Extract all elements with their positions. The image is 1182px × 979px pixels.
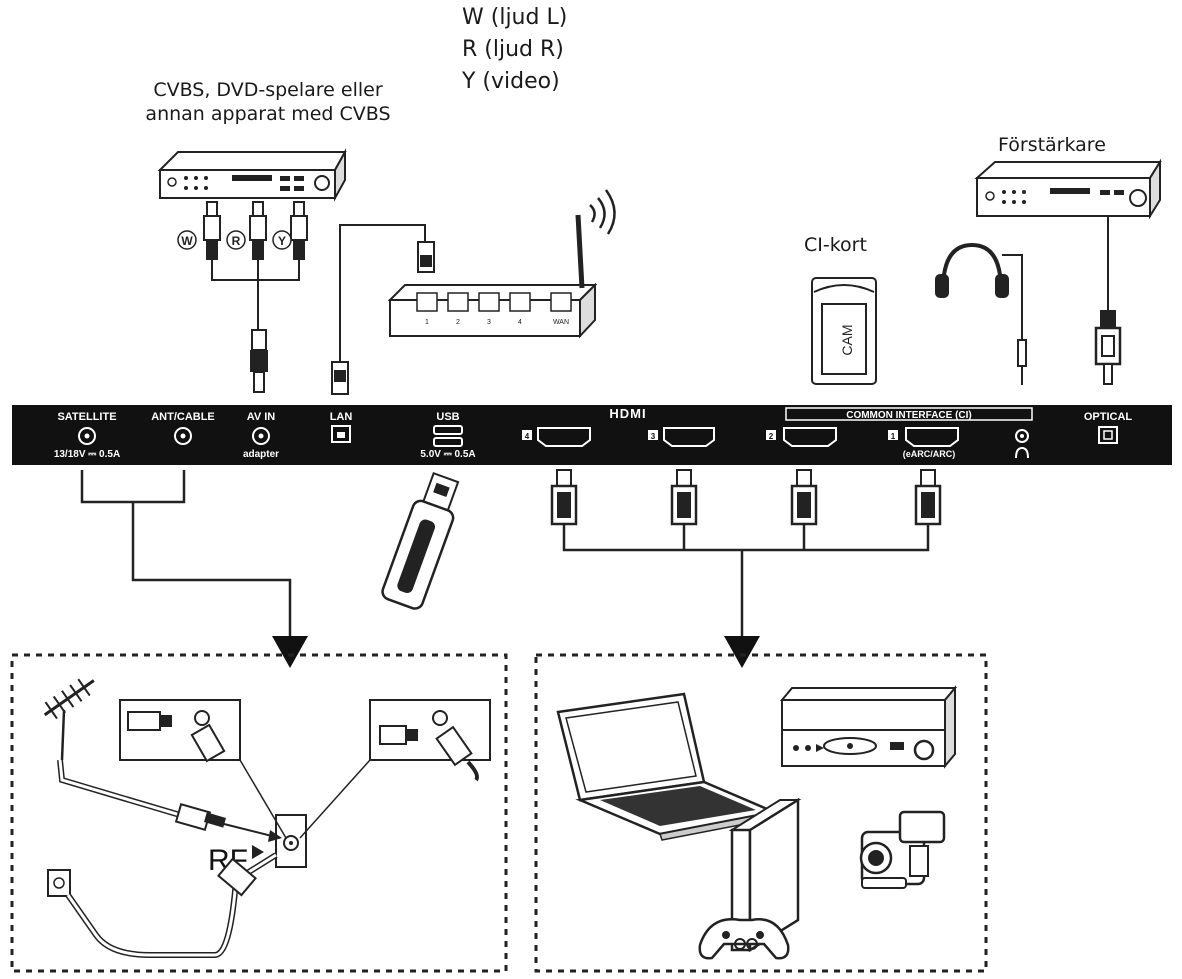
router-icon: 1 2 3 4 WAN [387,189,616,339]
ci-card-icon: CAM [811,277,877,385]
hdmi-cables-icon [550,469,942,668]
port-satellite-spec: 13/18V ⎓ 0.5A [54,449,120,460]
dvd-player-icon [157,148,347,202]
router-port-2: 2 [456,319,460,326]
hdmi-devices-box [534,653,988,973]
port-lan-label: LAN [330,411,353,423]
game-console-icon [698,797,802,960]
router-port-4: 4 [518,319,522,326]
rf-connection-box [10,653,508,973]
amplifier-label: Förstärkare [998,134,1106,156]
port-optical-label: OPTICAL [1084,411,1133,423]
hdmi-3-number: 3 [651,432,656,441]
port-ant-cable-label: ANT/CABLE [151,411,215,423]
rf-connection-illustration: RF [43,678,491,958]
rca-plugs-icon: W R Y [177,201,308,393]
legend-white-audio-left: W (ljud L) [462,5,568,30]
cvbs-device-label: CVBS, DVD-spelare eller annan apparat me… [118,78,418,126]
dvd-player-2-icon [779,685,958,769]
router-port-3: 3 [487,319,491,326]
port-av-in-label: AV IN [247,411,276,423]
port-satellite-label: SATELLITE [57,411,116,423]
hdmi-logo: HDMI [609,406,646,421]
port-usb-spec: 5.0V ⎓ 0.5A [420,449,475,460]
port-usb-label: USB [436,411,459,423]
rca-marker-w: W [181,234,193,248]
hdmi-earc-label: (eARC/ARC) [903,449,956,459]
headphones-icon [935,242,1027,385]
hdmi-1-number: 1 [891,432,896,441]
usb-stick-icon [381,471,460,610]
arrow-down-hdmi [724,636,760,668]
router-port-wan: WAN [553,319,569,326]
amplifier-icon [974,158,1162,385]
port-av-in-sub: adapter [243,449,279,460]
rca-marker-r: R [232,234,241,248]
hdmi-2-number: 2 [769,432,774,441]
router-port-1: 1 [425,319,429,326]
hdmi-4-number: 4 [525,432,530,441]
common-interface-label: COMMON INTERFACE (CI) [846,410,972,421]
ci-card-label: CI-kort [804,234,867,256]
legend-yellow-video: Y (video) [462,69,560,94]
laptop-icon [556,692,779,841]
audio-video-legend: W (ljud L) R (ljud R) Y (video) [462,2,567,98]
legend-red-audio-right: R (ljud R) [462,37,564,62]
lan-cable-icon [331,224,435,395]
cvbs-device-label-line-1: CVBS, DVD-spelare eller [153,79,383,101]
arrow-down-rf [272,636,308,668]
cam-label: CAM [839,324,855,355]
cvbs-device-label-line-2: annan apparat med CVBS [145,103,391,125]
camcorder-icon [859,810,946,889]
rca-marker-y: Y [278,234,286,248]
tv-connection-panel: SATELLITE 13/18V ⎓ 0.5A ANT/CABLE AV IN … [12,405,1172,465]
